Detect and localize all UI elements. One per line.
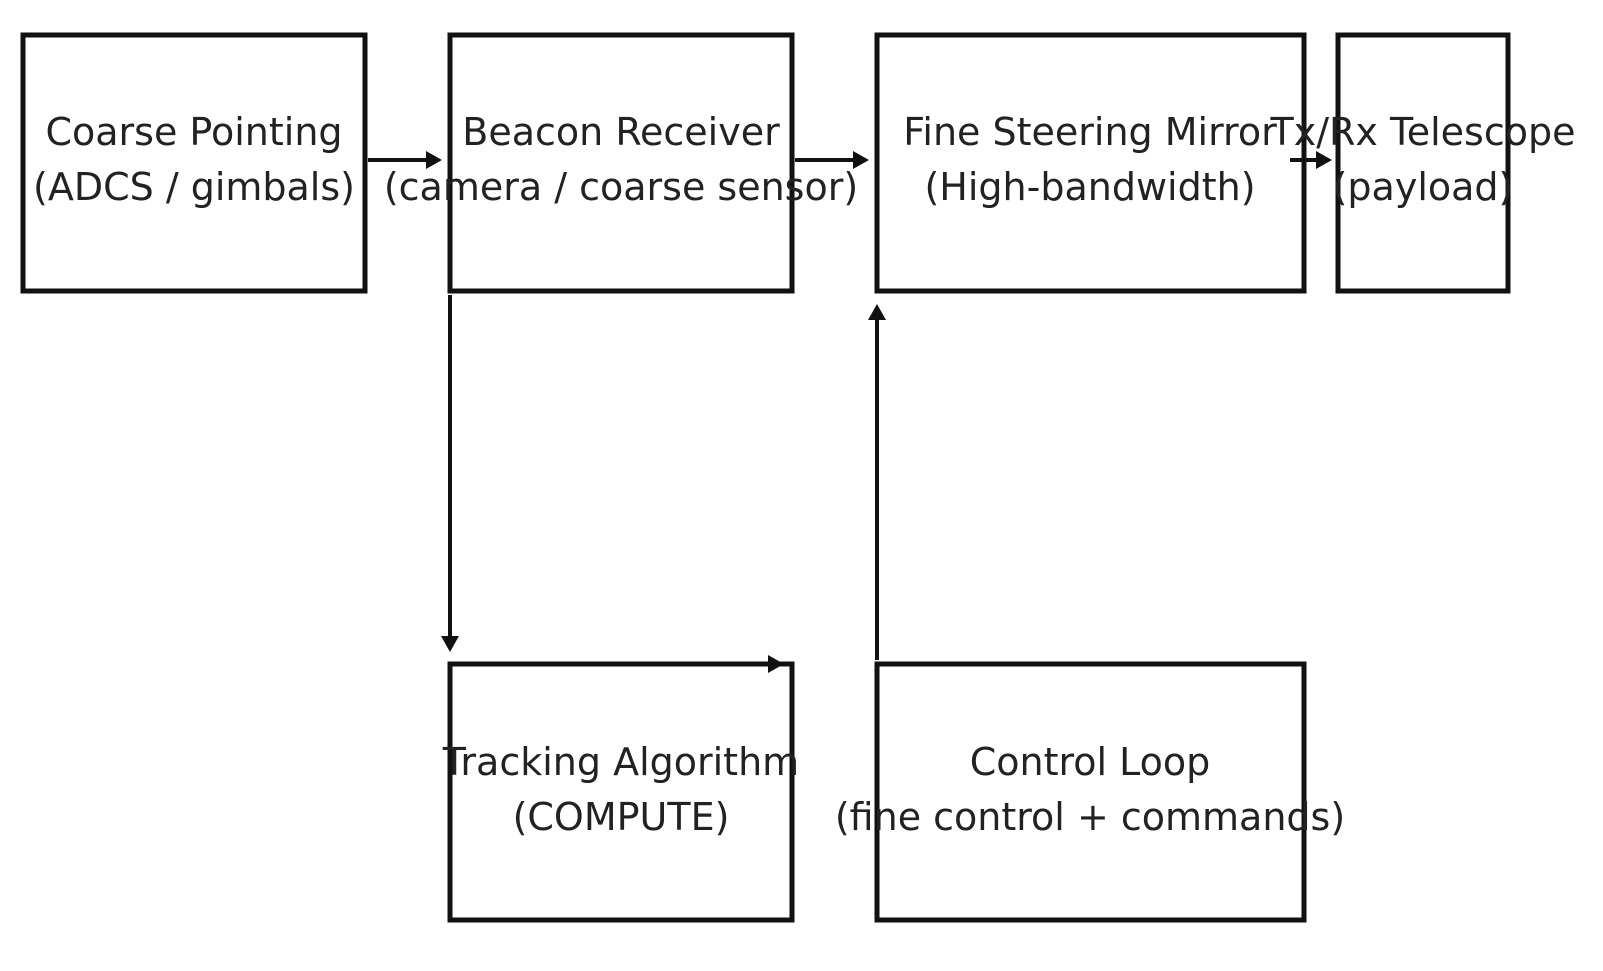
block-beacon-receiver-subtitle: (camera / coarse sensor) — [384, 165, 858, 209]
block-beacon-receiver-title: Beacon Receiver — [462, 110, 780, 154]
arrow-coarse-to-beacon — [368, 151, 442, 169]
block-fine-steering-mirror-title: Fine Steering Mirror — [903, 110, 1277, 154]
block-fine-steering-mirror-subtitle: (High-bandwidth) — [924, 165, 1255, 209]
block-control-loop-title: Control Loop — [970, 740, 1211, 784]
arrow-beacon-to-fsm — [795, 151, 869, 169]
arrow-fsm-to-telescope — [1290, 151, 1332, 169]
block-coarse-pointing: Coarse Pointing (ADCS / gimbals) — [20, 32, 368, 294]
block-coarse-pointing-subtitle: (ADCS / gimbals) — [33, 165, 355, 209]
block-coarse-pointing-title: Coarse Pointing — [45, 110, 342, 154]
block-telescope: Tx/Rx Telescope (payload) — [1270, 32, 1576, 294]
block-beacon-receiver: Beacon Receiver (camera / coarse sensor) — [384, 32, 858, 294]
block-telescope-subtitle: (payload) — [1333, 165, 1514, 209]
arrow-beacon-to-tracking — [441, 295, 459, 652]
block-tracking-algorithm: Tracking Algorithm (COMPUTE) — [442, 661, 799, 923]
block-fine-steering-mirror: Fine Steering Mirror (High-bandwidth) — [874, 32, 1307, 294]
block-tracking-algorithm-title: Tracking Algorithm — [442, 740, 799, 784]
arrow-control-to-fsm — [868, 304, 886, 660]
block-tracking-algorithm-subtitle: (COMPUTE) — [513, 795, 730, 839]
block-telescope-title: Tx/Rx Telescope — [1270, 110, 1576, 154]
arrow-tracking-to-control — [453, 655, 784, 673]
block-control-loop: Control Loop (fine control + commands) — [835, 661, 1345, 923]
block-control-loop-subtitle: (fine control + commands) — [835, 795, 1345, 839]
